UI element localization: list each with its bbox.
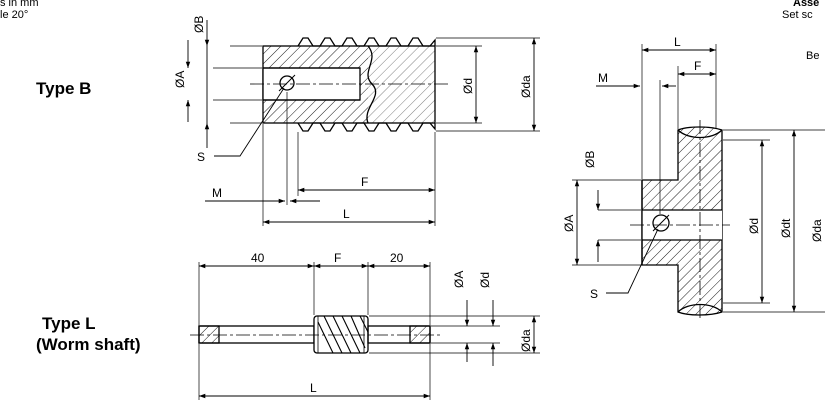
assembly-labels: L M F ØB ØA Ød Ødt Øda S (562, 35, 824, 301)
assembly-dia-da-label: Øda (810, 219, 824, 242)
type-l-40-label: 40 (251, 251, 265, 265)
assembly-dia-dt-label: Ødt (779, 218, 793, 238)
type-l-subtitle: (Worm shaft) (36, 335, 141, 354)
type-l-20-label: 20 (390, 251, 404, 265)
type-b-drawing (185, 20, 540, 226)
assembly-dia-a-label: ØA (562, 215, 576, 232)
type-b-l-label: L (343, 207, 350, 221)
assembly-screw-label: S (590, 287, 598, 301)
assembly-m-label: M (598, 71, 608, 85)
pressure-angle-note: le 20° (0, 9, 29, 21)
type-l-dia-d-label: Ød (478, 272, 492, 288)
type-l-f-label: F (334, 251, 341, 265)
type-b-f-label: F (361, 175, 368, 189)
type-l-l-label: L (310, 381, 317, 395)
assembly-dia-d-label: Ød (747, 218, 761, 234)
type-l-dia-da-label: Øda (519, 329, 533, 352)
type-l-dia-a-label: ØA (452, 271, 466, 288)
type-b-labels: ØB ØA Ød Øda S M F L (173, 16, 533, 221)
units-note: s in mm (0, 0, 39, 9)
type-b-dia-b-label: ØB (192, 16, 206, 33)
type-b-dia-da-label: Øda (519, 75, 533, 98)
type-b-dia-a-label: ØA (173, 71, 187, 88)
type-l-drawing (190, 262, 540, 400)
type-l-labels: 40 F 20 ØA Ød Øda L (251, 251, 533, 395)
be-note: Be (806, 50, 820, 62)
assembly-drawing (572, 44, 825, 320)
type-b-screw-label: S (197, 150, 205, 164)
setscrew-note: Set sc (782, 9, 813, 21)
assembly-dia-b-label: ØB (583, 151, 597, 168)
assembly-l-label: L (674, 35, 681, 49)
type-b-dia-d-label: Ød (461, 78, 475, 94)
assembly-title: Asse (793, 0, 820, 9)
type-l-title: Type L (42, 314, 96, 333)
assembly-f-label: F (694, 59, 701, 73)
type-b-m-label: M (212, 186, 222, 200)
type-b-title: Type B (36, 79, 92, 98)
